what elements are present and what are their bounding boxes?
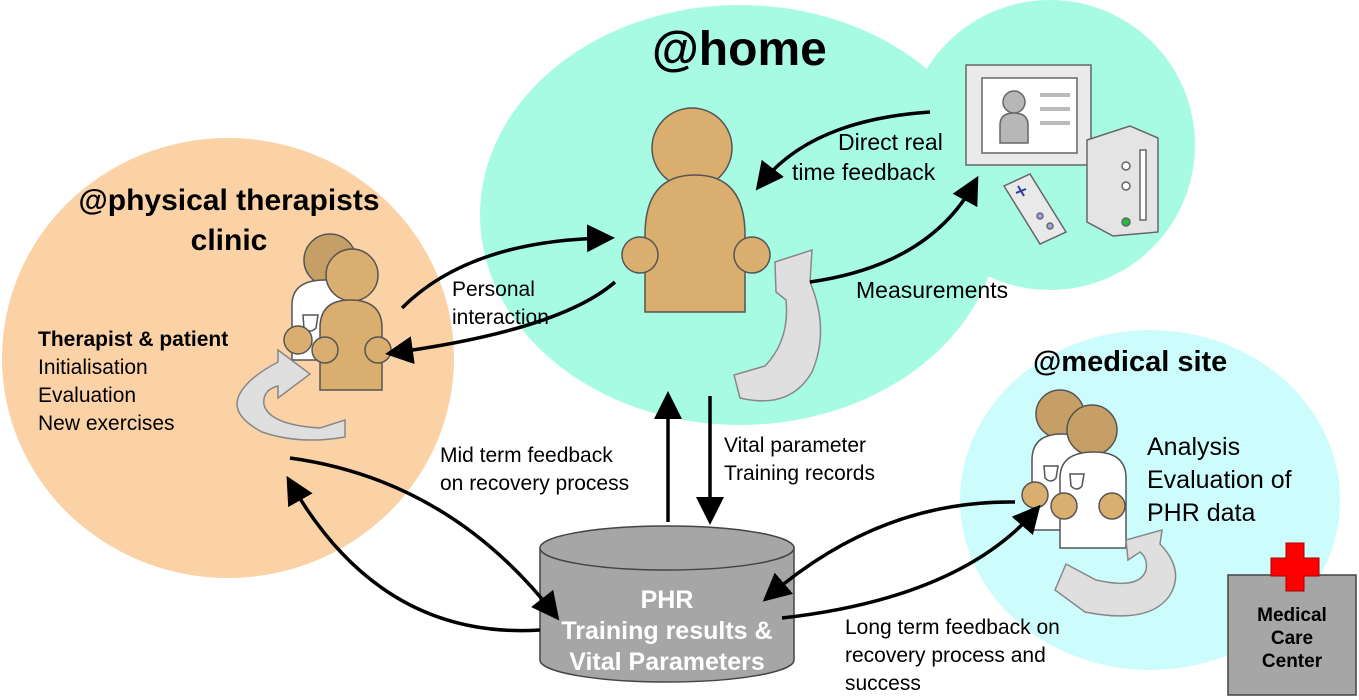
long-term-label-line1: Long term feedback on — [845, 616, 1060, 639]
database-label-line2: Training results & — [561, 617, 773, 645]
long-term-label-line3: success — [845, 672, 921, 695]
direct-feedback-label-line1: Direct real — [838, 129, 943, 155]
console-icon — [1086, 125, 1159, 237]
monitor-icon — [965, 64, 1092, 166]
clinic-item-evaluation: Evaluation — [38, 384, 137, 407]
care-center-label-line2: Care — [1270, 628, 1314, 649]
flow-arrows — [286, 110, 1041, 633]
medical-staff-figure — [1021, 389, 1127, 549]
medical-cycle-arrow — [1054, 528, 1177, 617]
personal-interaction-label-line2: interaction — [452, 306, 549, 329]
controller-icon — [1002, 173, 1068, 245]
vital-parameter-label-line1: Vital parameter — [724, 434, 867, 457]
long-term-label-line2: recovery process and — [845, 644, 1046, 667]
clinic-item-new-exercises: New exercises — [38, 412, 175, 435]
medical-zone-title: @medical site — [1033, 346, 1228, 378]
clinic-item-initialisation: Initialisation — [38, 356, 148, 379]
medical-analysis-line3: PHR data — [1147, 499, 1256, 527]
phr-database-icon — [539, 525, 795, 683]
arrow-db-to-medical — [781, 504, 1041, 620]
care-center-label-line1: Medical — [1257, 605, 1327, 626]
clinic-zone-title-line2: clinic — [190, 224, 268, 257]
mid-term-label-line2: on recovery process — [440, 472, 630, 495]
red-cross-icon — [1270, 542, 1320, 592]
clinic-cycle-arrow — [236, 348, 346, 441]
home-cycle-arrow — [733, 248, 822, 402]
arrow-clinic-to-db — [289, 456, 560, 621]
mid-term-label-line1: Mid term feedback — [440, 444, 613, 467]
arrow-direct-feedback — [755, 110, 931, 191]
vital-parameter-label-line2: Training records — [724, 462, 875, 485]
database-label-line3: Vital Parameters — [569, 648, 765, 676]
arrow-medical-to-db — [762, 500, 1016, 602]
therapist-patient-heading: Therapist & patient — [38, 328, 229, 351]
measurements-label: Measurements — [856, 277, 1009, 303]
personal-interaction-label-line1: Personal — [452, 278, 535, 301]
medical-care-center-icon — [1227, 542, 1357, 696]
clinic-therapist-patient-figure — [283, 233, 392, 391]
home-patient-figure — [621, 107, 771, 313]
direct-feedback-label-line2: time feedback — [792, 159, 936, 185]
arrow-to-home — [400, 224, 615, 310]
arrow-to-clinic — [385, 280, 617, 365]
medical-analysis-line1: Analysis — [1147, 433, 1241, 461]
arrow-measurements — [809, 175, 979, 284]
arrow-db-to-clinic — [286, 475, 541, 633]
medical-analysis-line2: Evaluation of — [1147, 466, 1292, 494]
clinic-zone-title-line1: @physical therapists — [78, 184, 380, 217]
home-zone-title: @home — [652, 23, 827, 76]
care-center-label-line3: Center — [1261, 651, 1323, 672]
database-label-line1: PHR — [640, 586, 694, 614]
